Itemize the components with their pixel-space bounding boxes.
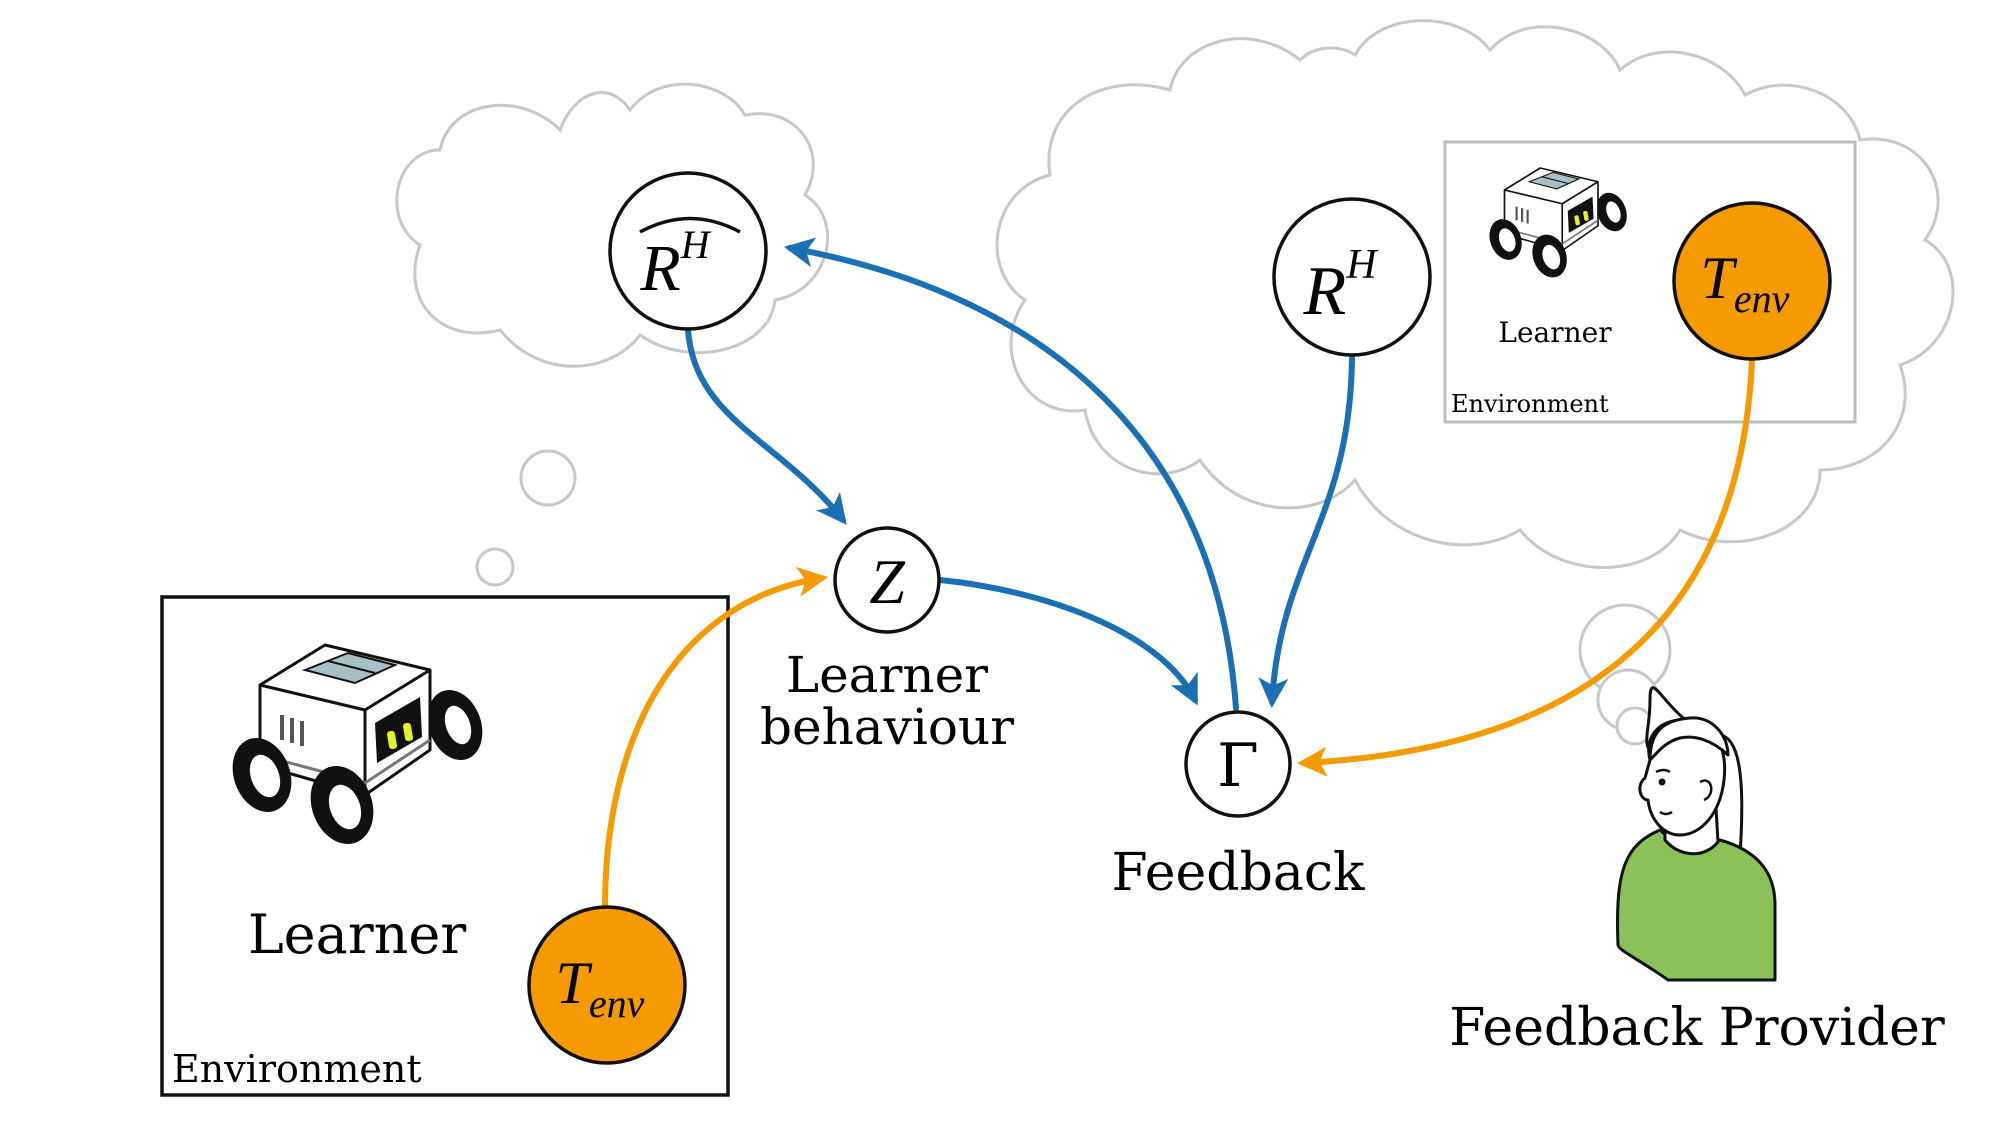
behaviour-symbol: Z xyxy=(869,546,906,617)
edges xyxy=(602,237,1755,911)
edge-left-transition-to-behaviour xyxy=(602,566,828,911)
provider-environment-caption: Environment xyxy=(1451,390,1609,418)
feedback-provider-label: Feedback Provider xyxy=(1449,998,1945,1058)
feedback-symbol: Γ xyxy=(1217,731,1259,801)
right-transition-base: T xyxy=(1701,245,1738,311)
provider-environment-box: Environment Learner xyxy=(1443,140,1857,424)
edge-reward-to-feedback xyxy=(1258,355,1355,708)
svg-text:RH: RH xyxy=(1302,242,1379,330)
edge-reward-estimate-to-behaviour xyxy=(685,327,847,525)
reward-estimate-base: R xyxy=(639,232,680,305)
environment-caption: Environment xyxy=(172,1047,422,1091)
svg-text:Tenv: Tenv xyxy=(1701,245,1790,321)
right-transition-node: Tenv xyxy=(1672,201,1832,361)
feedback-provider-person-icon xyxy=(1616,686,1777,982)
behaviour-node: Z Learner behaviour xyxy=(760,526,1014,756)
learner-label: Learner xyxy=(248,903,467,966)
right-transition-sub: env xyxy=(1734,276,1790,321)
hat-icon xyxy=(639,216,741,234)
reward-node: RH xyxy=(1272,197,1432,357)
left-transition-sub: env xyxy=(589,981,645,1026)
left-transition-node: Tenv xyxy=(527,905,687,1065)
reward-sup: H xyxy=(1345,242,1379,288)
left-transition-base: T xyxy=(556,950,593,1016)
feedback-node: Γ Feedback xyxy=(1112,710,1365,903)
edge-right-transition-to-feedback xyxy=(1297,357,1755,777)
reward-estimate-sup: H xyxy=(680,222,712,267)
reward-estimate-node: RH xyxy=(608,171,768,331)
provider-learner-label: Learner xyxy=(1498,316,1612,349)
edge-feedback-to-reward-estimate xyxy=(784,237,1239,711)
feedback-label: Feedback xyxy=(1112,843,1365,903)
svg-text:RH: RH xyxy=(639,222,711,305)
behaviour-label-line2: behaviour xyxy=(760,698,1014,756)
svg-text:Tenv: Tenv xyxy=(556,950,645,1026)
reward-base: R xyxy=(1302,253,1346,330)
edge-behaviour-to-feedback xyxy=(937,577,1198,706)
behaviour-label-line1: Learner xyxy=(786,646,988,704)
